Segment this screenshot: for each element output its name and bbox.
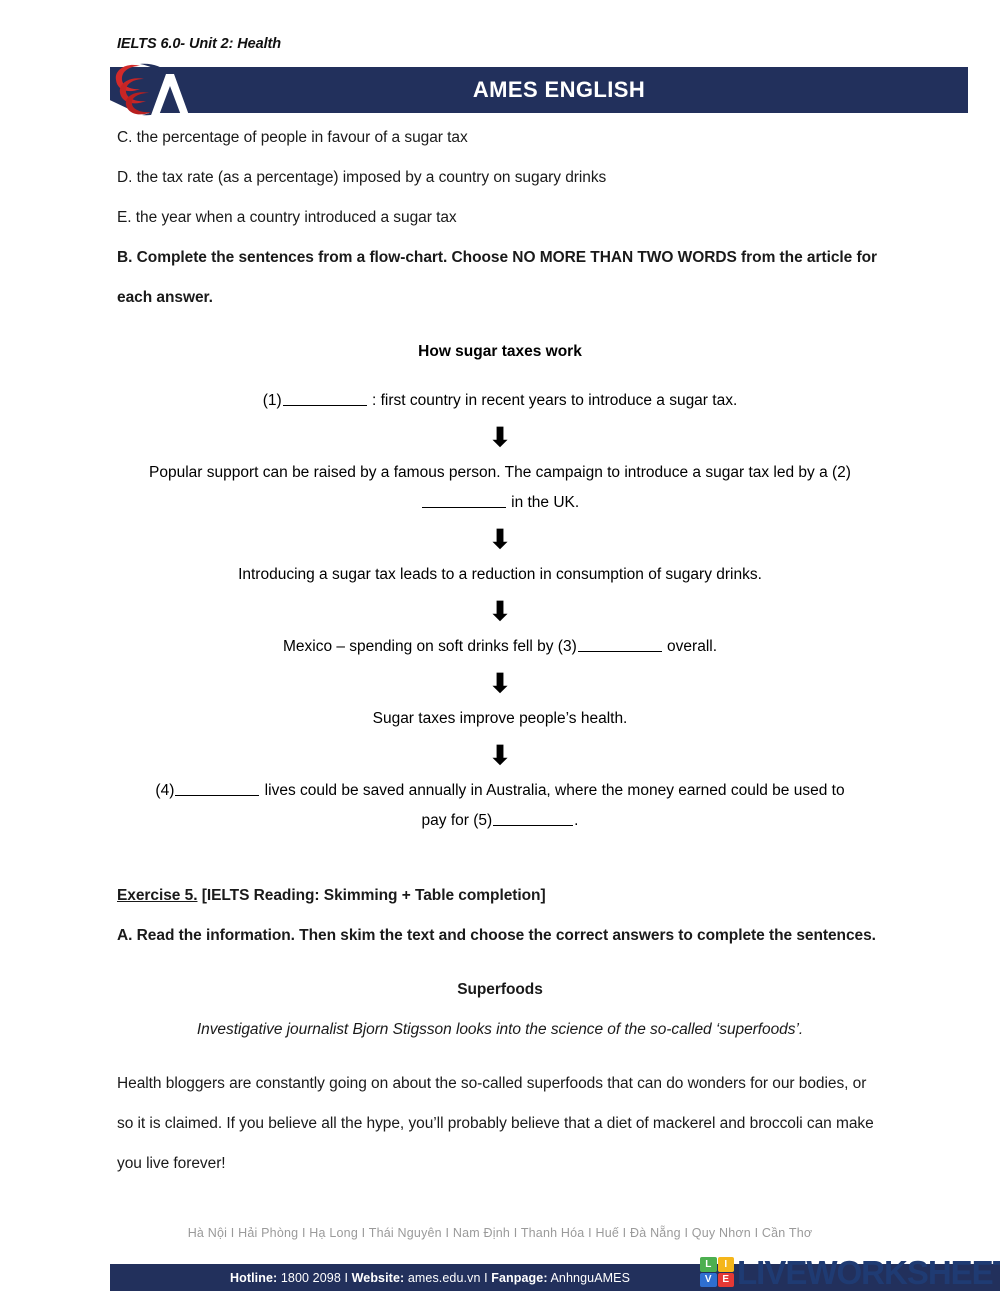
article-subtitle: Investigative journalist Bjorn Stigsson … [196, 1021, 804, 1038]
footer-contact-text: Hotline: 1800 2098 I Website: ames.edu.v… [230, 1271, 880, 1285]
answer-blank-3[interactable] [577, 637, 662, 652]
footer-hotline-value: 1800 2098 [277, 1270, 341, 1285]
flowchart-arrow-2-icon: ⬇ [489, 524, 511, 554]
footer-fanpage-label: Fanpage: [491, 1270, 548, 1285]
answer-blank-5[interactable] [493, 811, 574, 826]
flowchart-arrow-5-icon: ⬇ [489, 740, 511, 770]
ames-logo-icon [104, 60, 200, 118]
step-4-text-a: Mexico – spending on soft drinks fell by… [282, 638, 577, 655]
footer-website-value: ames.edu.vn [404, 1270, 481, 1285]
exercise-5-instruction: A. Read the information. Then skim the t… [117, 927, 876, 944]
answer-blank-2[interactable] [421, 493, 506, 508]
step-6-text-c: . [574, 812, 579, 829]
flowchart-step-4: Mexico – spending on soft drinks fell by… [117, 632, 883, 662]
flowchart-step-1: (1) : first country in recent years to i… [117, 386, 883, 416]
flowchart-step-6: (4) lives could be saved annually in Aus… [117, 776, 883, 836]
footer-contact-bar: Hotline: 1800 2098 I Website: ames.edu.v… [110, 1264, 1000, 1291]
footer-website-label: Website: [351, 1270, 405, 1285]
flowchart: How sugar taxes work (1) : first country… [117, 332, 883, 836]
flowchart-title: How sugar taxes work [418, 343, 582, 360]
answer-blank-4[interactable] [175, 781, 260, 796]
task-b-instruction: B. Complete the sentences from a flow-ch… [117, 249, 877, 306]
step-2-text-a: Popular support can be raised by a famou… [149, 464, 851, 481]
flowchart-step-3: Introducing a sugar tax leads to a reduc… [238, 566, 762, 583]
step-6-text-b: lives could be saved annually in Austral… [260, 782, 845, 829]
exercise-5-label-rest: [IELTS Reading: Skimming + Table complet… [197, 887, 546, 904]
footer-city-list: Hà Nội I Hải Phòng I Hạ Long I Thái Nguy… [187, 1226, 813, 1240]
ames-banner: AMES ENGLISH [110, 67, 968, 113]
header-kicker: IELTS 6.0- Unit 2: Health [117, 36, 282, 52]
footer-hotline-label: Hotline: [229, 1270, 278, 1285]
option-c: C. the percentage of people in favour of… [117, 129, 468, 146]
exercise-5-heading: Exercise 5. [IELTS Reading: Skimming + T… [117, 876, 883, 916]
step-4-text-b: overall. [662, 638, 718, 655]
banner-title: AMES ENGLISH [472, 77, 646, 102]
step-1-text-a: (1) [262, 392, 282, 409]
step-1-text-b: : first country in recent years to intro… [367, 392, 738, 409]
flowchart-arrow-3-icon: ⬇ [489, 596, 511, 626]
answer-blank-1[interactable] [282, 391, 367, 406]
document-header: IELTS 6.0- Unit 2: Health AMES ENGLISH [0, 0, 1000, 118]
option-e: E. the year when a country introduced a … [117, 209, 457, 226]
step-6-text-a: (4) [155, 782, 175, 799]
step-2-text-b: in the UK. [506, 494, 580, 511]
article-body: Health bloggers are constantly going on … [117, 1075, 874, 1172]
flowchart-arrow-4-icon: ⬇ [489, 668, 511, 698]
footer-sep-2: I [480, 1270, 492, 1285]
exercise-5-label: Exercise 5. [117, 887, 198, 904]
footer-fanpage-value: AnhnguAMES [547, 1270, 631, 1285]
option-d: D. the tax rate (as a percentage) impose… [117, 169, 607, 186]
article-title: Superfoods [457, 981, 543, 998]
document-content: C. the percentage of people in favour of… [0, 118, 1000, 1184]
flowchart-arrow-1-icon: ⬇ [489, 422, 511, 452]
flowchart-step-5: Sugar taxes improve people’s health. [372, 710, 628, 727]
flowchart-step-2: Popular support can be raised by a famou… [117, 458, 883, 518]
footer-sep-1: I [340, 1270, 352, 1285]
